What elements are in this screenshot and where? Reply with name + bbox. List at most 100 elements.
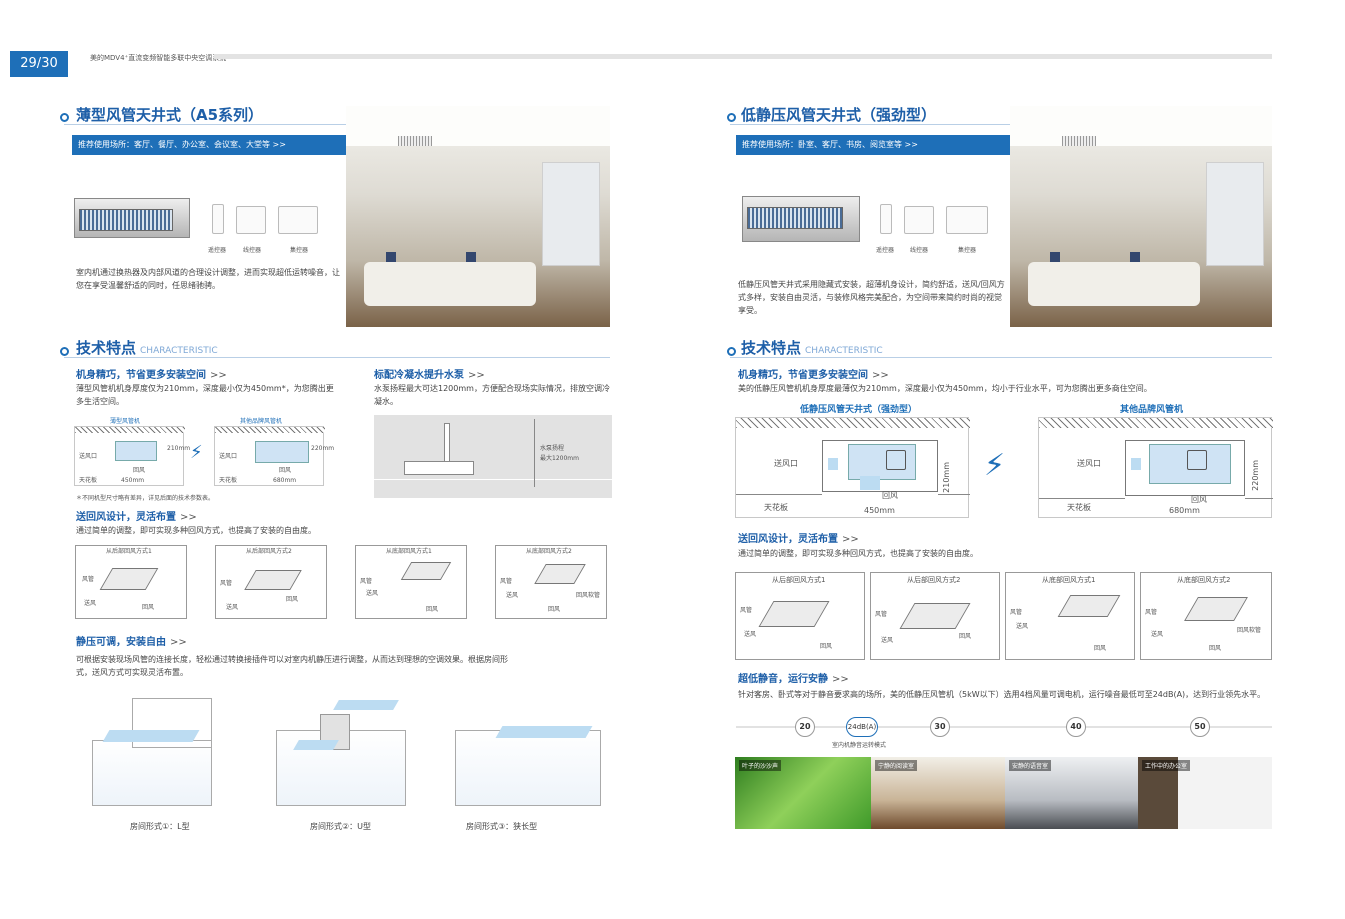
room-label: 房间形式①：L型 [130,822,190,831]
controller-label: 遥控器 [208,247,227,254]
mode-title: 从底部回风方式1 [1042,576,1096,584]
mode-title: 从底部回风方式2 [526,548,572,555]
return-mode-card: 从后部回风方式1 风管 送风 回风 [735,572,865,660]
pin-icon [60,347,69,356]
return-label: 回风 [882,491,898,500]
supply-label: 送风 [84,600,97,607]
mode-title: 从后部回风方式2 [907,576,961,584]
room-long-diagram [455,690,605,810]
return-mode-card: 从底部回风方式2 风管 送风 回风软管 回风 [1140,572,1272,660]
duct-label: 风管 [1010,609,1023,616]
dim-label: 其他品牌风管机 [240,418,283,425]
left-intro-text: 室内机通过换热器及内部风道的合理设计调整，进而实现超低运转噪音，让您在享受温馨舒… [76,268,340,290]
duct-label: 风管 [82,576,95,583]
mode-title: 从后部回风方式1 [772,576,826,584]
right-intro-text: 低静压风管天井式采用隐藏式安装，超薄机身设计，简约舒适，送风/回风方式多样，安装… [738,280,1005,315]
central-controller-image [278,206,318,234]
supply-label: 送风 [1016,623,1029,630]
duct-label: 风管 [875,611,888,618]
left-f1-title: 机身精巧，节省更多安装空间>> [76,370,227,381]
depth-label: 680mm [273,477,297,484]
title-underline [730,124,1010,125]
right-product-title: 低静压风管天井式（强劲型） [741,106,937,124]
pump-diagram: 水泵扬程 最大1200mm [374,415,612,498]
soft-return-label: 回风软管 [1237,627,1262,634]
scene-label: 叶子的沙沙声 [739,760,782,771]
controller-label: 线控器 [910,247,929,254]
right-f5-desc: 针对客房、卧式等对于静音要求高的场所，美的低静压风管机（5kW以下）选用4档风量… [738,690,1266,699]
right-f1-title: 机身精巧，节省更多安装空间>> [738,370,889,381]
remote-controller-image [212,204,224,234]
height-label: 220mm [311,445,335,452]
return-mode-card: 从后部回风方式2 风管 送风 回风 [215,545,327,619]
controller-label: 集控器 [290,247,309,254]
right-f5-title: 超低静音，运行安静>> [738,674,849,685]
mode-title: 从后部回风方式2 [246,548,292,555]
thin-duct-diagram: 送风口 天花板 回风 450mm 210mm [74,426,190,486]
wired-controller-image [236,206,266,234]
room-label: 房间形式②：U型 [310,822,372,831]
return-label: 回风 [959,633,972,640]
duct-label: 风管 [500,578,513,585]
pump-label: 水泵扬程 [540,445,565,452]
depth-label: 450mm [864,506,895,515]
noise-mark: 50 [1190,717,1210,737]
return-label: 回风 [142,604,155,611]
other-duct-diagram: 送风口 天花板 回风 680mm 220mm [214,426,334,486]
noise-scale-line [736,726,1272,728]
return-label: 回风 [1094,645,1107,652]
room-u-diagram [276,690,411,810]
supply-label: 送风口 [219,453,238,460]
page-number: 29/30 [10,51,68,77]
room-label: 房间形式③：狭长型 [466,822,538,831]
title-underline [730,357,1272,358]
title-underline [64,357,610,358]
left-product-title: 薄型风管天井式（A5系列） [76,106,264,124]
living-room-photo [1010,106,1272,327]
vs-lightning-icon: ⚡ [190,442,203,463]
ceiling-label: 天花板 [1067,503,1091,512]
scene-photo: 宁静的阅读室 [871,757,1005,829]
left-f1-desc: 薄型风管机机身厚度仅为210mm，深度最小仅为450mm*，为您腾出更多生活空间… [76,384,334,406]
return-label: 回风 [286,596,299,603]
mode-title: 从底部回风方式1 [386,548,432,555]
title-underline [64,124,346,125]
depth-label: 450mm [121,477,145,484]
noise-mark: 40 [1066,717,1086,737]
supply-label: 送风 [1151,631,1164,638]
room-l-diagram [92,690,217,810]
left-f2-title: 标配冷凝水提升水泵>> [374,370,485,381]
scene-photo: 安静的语音室 [1005,757,1138,829]
mode-title: 从后部回风方式1 [106,548,152,555]
supply-label: 送风 [744,631,757,638]
duct-label: 风管 [1145,609,1158,616]
header-title: 美的MDV4⁺直流变频智能多联中央空调系统 [90,54,227,62]
controller-label: 线控器 [243,247,262,254]
ceiling-label: 天花板 [79,477,98,484]
return-label: 回风 [548,606,561,613]
left-tech-title-en: CHARACTERISTIC [140,346,218,356]
left-f4-desc: 可根据安装现场风管的连接长度，轻松通过转换接插件可以对室内机静压进行调整，从而达… [76,655,508,677]
vs-lightning-icon: ⚡ [984,448,1006,483]
left-f3-title: 送回风设计，灵活布置>> [76,512,197,523]
central-controller-image [946,206,988,234]
pin-icon [60,113,69,122]
height-label: 220mm [1251,460,1260,491]
return-mode-card: 从后部回风方式1 风管 送风 回风 [75,545,187,619]
ceiling-label: 天花板 [764,503,788,512]
right-f3-title: 送回风设计，灵活布置>> [738,534,859,545]
return-mode-card: 从底部回风方式2 风管 送风 回风软管 回风 [495,545,607,619]
right-tech-title-en: CHARACTERISTIC [805,346,883,356]
other-duct-diagram: 送风口 天花板 回风 680mm 220mm [1038,417,1273,518]
dim-label: 薄型风管机 [110,418,141,425]
living-room-photo [346,106,610,327]
height-label: 210mm [167,445,191,452]
diagram-heading: 其他品牌风管机 [1120,405,1184,415]
return-label: 回风 [426,606,439,613]
duct-unit-image [74,198,190,238]
return-mode-card: 从底部回风方式1 风管 送风 回风 [355,545,467,619]
noise-mark: 20 [795,717,815,737]
header-bar [214,54,1272,59]
